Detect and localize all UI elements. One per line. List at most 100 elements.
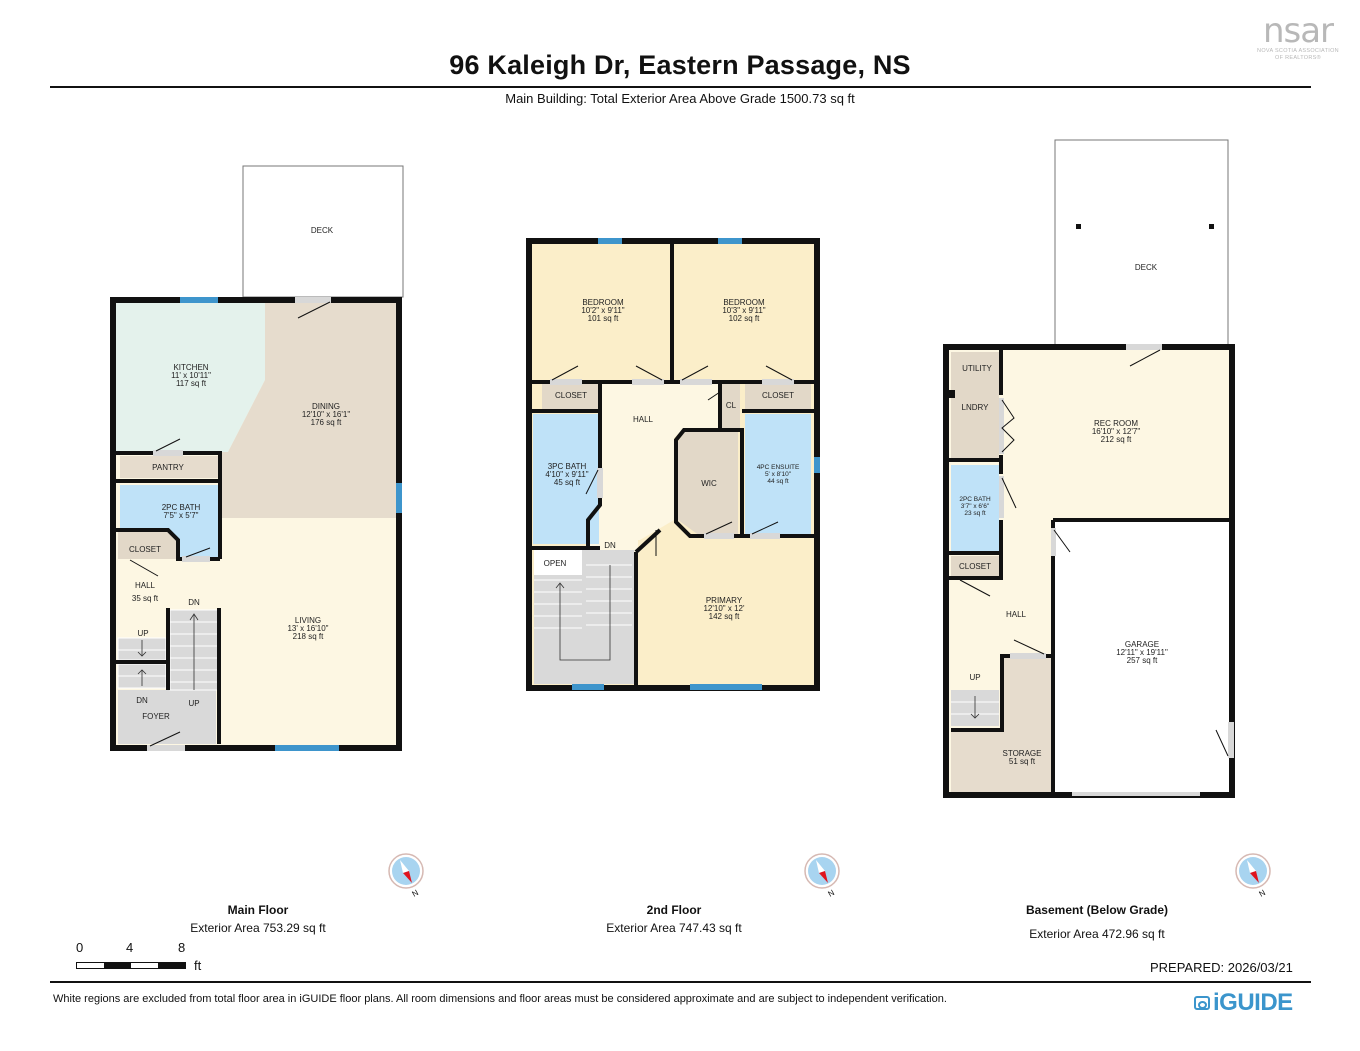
- logo-line1: NOVA SCOTIA ASSOCIATION: [1257, 48, 1339, 54]
- dining-label: DINING: [312, 402, 340, 411]
- basement-stairs-up: UP: [969, 673, 980, 682]
- garage-area: [1055, 522, 1229, 792]
- main-bath-label: 2PC BATH: [162, 503, 201, 512]
- nsar-logo: nsar NOVA SCOTIA ASSOCIATION OF REALTORS…: [1238, 14, 1358, 62]
- second-floor-caption: 2nd Floor Exterior Area 747.43 sq ft: [574, 903, 774, 935]
- ensuite-label: 4PC ENSUITE: [757, 464, 800, 471]
- 3pc-bath-label: 3PC BATH: [548, 462, 587, 471]
- second-floor-name: 2nd Floor: [646, 903, 702, 917]
- foyer-area: [118, 690, 216, 744]
- main-hall-label: HALL: [135, 581, 156, 590]
- footer-divider: [50, 981, 1311, 983]
- laundry-label: LNDRY: [962, 403, 990, 412]
- wic-label: WIC: [701, 479, 717, 488]
- kitchen-label: KITCHEN: [173, 363, 208, 372]
- bedroom1-dims: 10'2" x 9'11": [581, 306, 624, 315]
- kitchen-dims: 11' x 10'11": [171, 371, 211, 380]
- closet-a: [542, 384, 600, 409]
- garage-area-text: 257 sq ft: [1127, 656, 1158, 665]
- closet-a-label: CLOSET: [555, 391, 587, 400]
- bedroom1-area-text: 101 sq ft: [588, 314, 619, 323]
- storage-label: STORAGE: [1003, 749, 1042, 758]
- rec-room-label: REC ROOM: [1094, 419, 1138, 428]
- main-walls: [110, 297, 402, 751]
- main-floor-name: Main Floor: [227, 903, 289, 917]
- main-hall-area: 35 sq ft: [132, 594, 159, 603]
- svg-text:N: N: [827, 888, 837, 899]
- basement-caption: Basement (Below Grade) Exterior Area 472…: [987, 903, 1207, 941]
- main-deck: [242, 165, 404, 298]
- wic-area: [678, 432, 738, 536]
- pantry-area: [120, 456, 218, 478]
- main-closet-label: CLOSET: [129, 545, 161, 554]
- kitchen-area: [116, 303, 265, 452]
- basement-closet-label: CLOSET: [959, 562, 991, 571]
- garage-label: GARAGE: [1125, 640, 1159, 649]
- logo-line2: OF REALTORS®: [1275, 55, 1321, 61]
- ensuite-area-text: 44 sq ft: [767, 478, 789, 485]
- second-floor-plan: BEDROOM 10'2" x 9'11" 101 sq ft BEDROOM …: [526, 238, 820, 691]
- compass-icon-second: N: [804, 853, 840, 899]
- living-label: LIVING: [295, 616, 321, 625]
- scale-tick-8: 8: [178, 940, 186, 955]
- 3pc-bath-area-text: 45 sq ft: [554, 478, 581, 487]
- ensuite-dims: 5' x 8'10": [765, 471, 792, 478]
- basement-bath-dims: 3'7" x 6'6": [961, 503, 990, 510]
- cl-area: [722, 384, 740, 428]
- main-stairs-dn: DN: [188, 598, 200, 607]
- bedroom2-label: BEDROOM: [723, 298, 765, 307]
- svg-text:N: N: [411, 888, 421, 899]
- bedroom1-label: BEDROOM: [582, 298, 624, 307]
- compass-icon-main: N: [388, 853, 424, 899]
- living-area-text: 218 sq ft: [293, 632, 324, 641]
- basement-name: Basement (Below Grade): [1025, 903, 1169, 917]
- basement-hall-label: HALL: [1006, 610, 1027, 619]
- bedroom2-area: [675, 245, 813, 379]
- main-deck-label: DECK: [311, 226, 334, 235]
- prepared-date: PREPARED: 2026/03/21: [1150, 960, 1293, 975]
- scale-unit: ft: [194, 958, 202, 973]
- open-label: OPEN: [544, 559, 567, 568]
- second-floor-area: Exterior Area 747.43 sq ft: [606, 921, 742, 935]
- utility-area: [951, 352, 999, 458]
- dining-dims: 12'10" x 16'1": [302, 410, 350, 419]
- upper-stairs-dn: DN: [604, 541, 616, 550]
- main-bath-dims: 7'5" x 5'7": [164, 511, 199, 520]
- page-title: 96 Kaleigh Dr, Eastern Passage, NS: [449, 50, 911, 80]
- bedroom1-area: [533, 245, 669, 379]
- basement-bath-area-text: 23 sq ft: [964, 510, 986, 517]
- svg-text:N: N: [1258, 888, 1268, 899]
- main-floor-area: Exterior Area 753.29 sq ft: [190, 921, 326, 935]
- basement-area: Exterior Area 472.96 sq ft: [1029, 927, 1165, 941]
- main-stairs-dn-left: DN: [136, 696, 148, 705]
- utility-label: UTILITY: [962, 364, 992, 373]
- primary-area-text: 142 sq ft: [709, 612, 740, 621]
- scale-tick-0: 0: [76, 940, 84, 955]
- iguide-brand: iGUIDE: [1213, 989, 1293, 1016]
- disclaimer-text: White regions are excluded from total fl…: [53, 993, 947, 1005]
- basement-deck-label: DECK: [1135, 263, 1158, 272]
- main-stairs-up-bottom: UP: [188, 699, 199, 708]
- storage-area: [951, 732, 1051, 792]
- open-area: [534, 550, 582, 575]
- main-floor-caption: Main Floor Exterior Area 753.29 sq ft: [158, 903, 358, 935]
- living-dims: 13' x 16'10": [287, 624, 328, 633]
- primary-dims: 12'10" x 12': [703, 604, 745, 613]
- 3pc-bath-dims: 4'10" x 9'11": [545, 470, 588, 479]
- main-closet-area: [118, 532, 176, 559]
- scale-bar-graphic: [76, 962, 186, 969]
- basement-closet-area: [951, 556, 999, 576]
- upper-hall-area: [586, 384, 720, 552]
- dining-area: [220, 303, 396, 518]
- basement-plan: DECK UTILITY LNDRY REC ROOM 16'10" x 12'…: [943, 139, 1235, 798]
- foyer-label: FOYER: [142, 712, 170, 721]
- ensuite-area: [745, 414, 811, 534]
- main-floor-plan: DECK KITCHEN 11' x 10'11" 117 sq ft DINI…: [110, 165, 404, 751]
- main-stairs-up: UP: [137, 629, 148, 638]
- storage-area-text: 51 sq ft: [1009, 757, 1036, 766]
- closet-b: [745, 384, 811, 409]
- closet-b-label: CLOSET: [762, 391, 794, 400]
- scale-tick-4: 4: [126, 940, 134, 955]
- title-divider: [50, 86, 1311, 88]
